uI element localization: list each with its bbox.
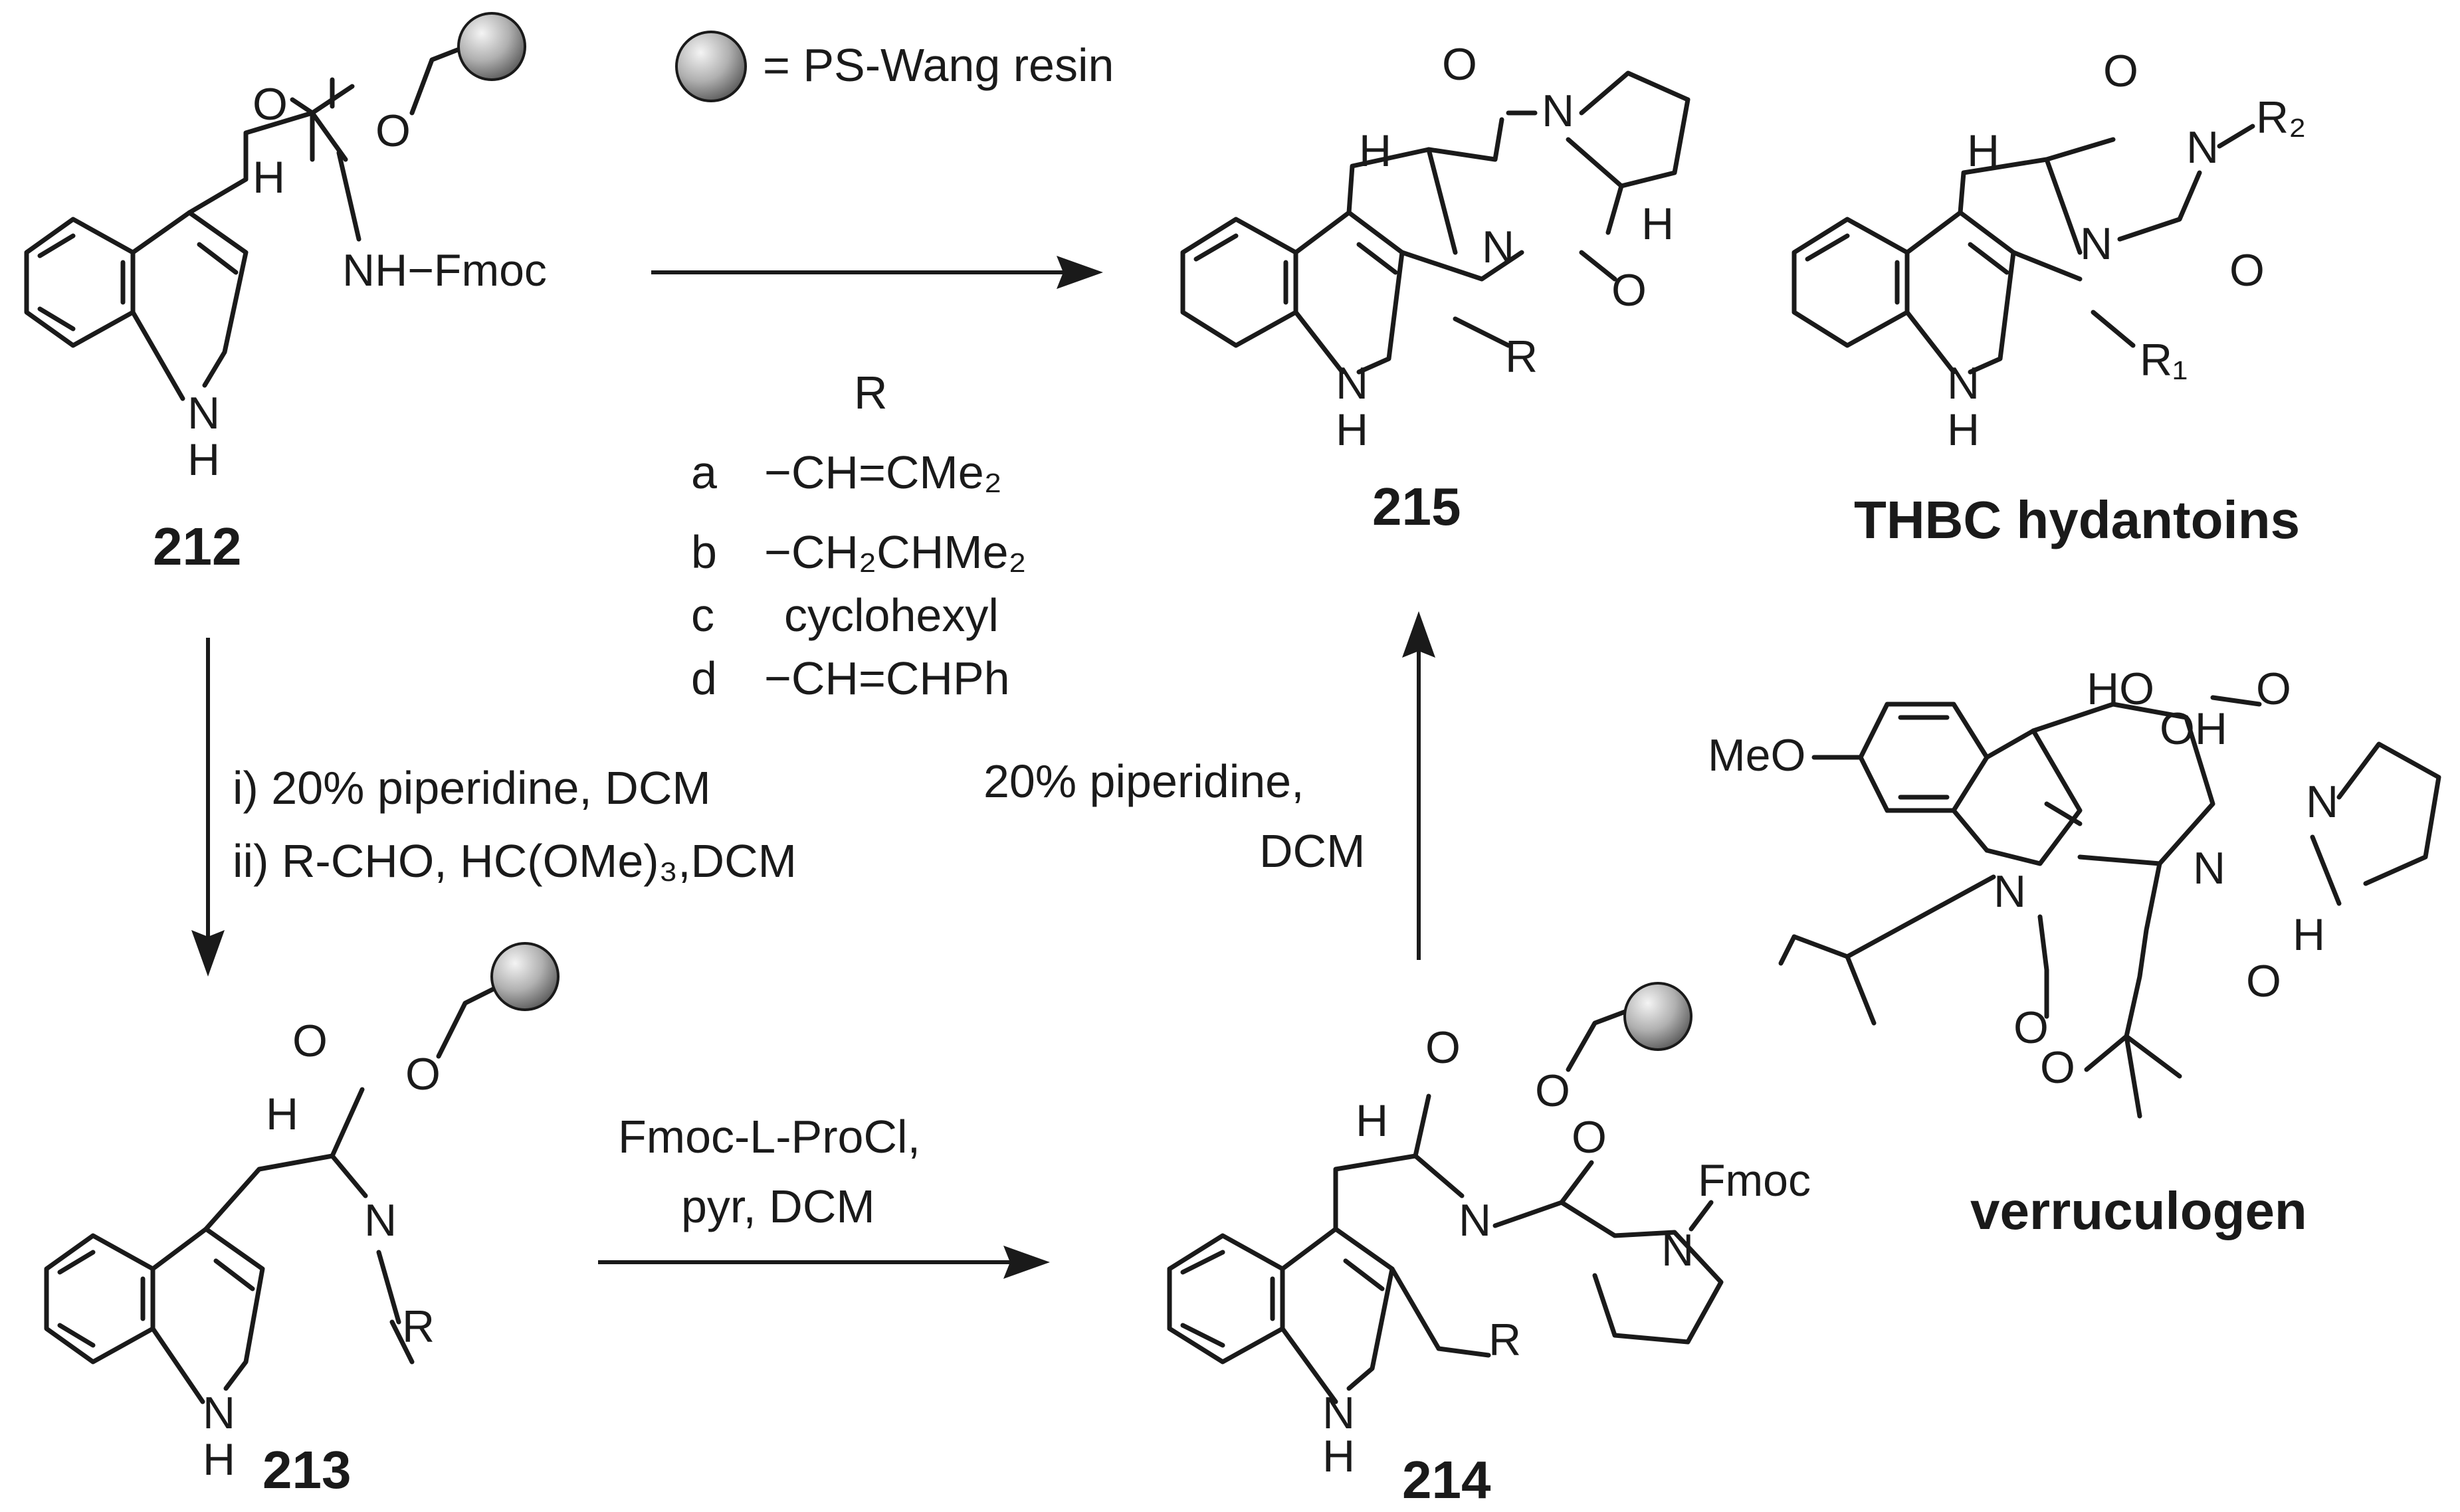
svg-text:N: N — [364, 1195, 397, 1246]
svg-text:R: R — [1488, 1315, 1521, 1365]
svg-text:N: N — [2306, 777, 2338, 827]
label-thbc-hydantoins: THBC hydantoins — [1854, 490, 2300, 549]
r-row-c-value: cyclohexyl — [784, 589, 999, 641]
svg-text:O: O — [405, 1049, 441, 1099]
label-213: 213 — [262, 1440, 351, 1499]
indole-nh-h: H — [187, 434, 220, 485]
svg-text:H: H — [203, 1434, 235, 1485]
arrow-212-to-215 — [651, 256, 1103, 289]
svg-text:O: O — [2040, 1042, 2075, 1093]
label-214: 214 — [1402, 1450, 1491, 1509]
svg-text:H: H — [1641, 199, 1674, 249]
label-212: 212 — [153, 517, 241, 576]
svg-text:O: O — [292, 1016, 328, 1066]
svg-text:O: O — [1442, 39, 1477, 90]
structure-215: N H N H R O N O H — [1180, 39, 1691, 455]
methoxy-label: MeO — [1708, 730, 1805, 781]
r-row-c-key: c — [691, 589, 714, 641]
svg-text:O: O — [2256, 664, 2291, 714]
svg-text:N: N — [1322, 1388, 1355, 1438]
step1-condition-line1: i) 20% piperidine, DCM — [233, 762, 711, 814]
svg-text:N: N — [1661, 1225, 1694, 1276]
nh-fmoc-label: NH−Fmoc — [342, 245, 547, 296]
r-row-b-value: −CH₂CHMe₂ — [764, 526, 1027, 578]
svg-text:H: H — [1322, 1431, 1355, 1481]
r-row-d-value: −CH=CHPh — [764, 652, 1010, 704]
resin-bead-icon — [1623, 982, 1692, 1051]
svg-text:R: R — [402, 1301, 435, 1352]
arrow-214-to-215 — [1402, 611, 1435, 960]
svg-text:N: N — [2080, 219, 2112, 269]
svg-text:R₂: R₂ — [2256, 92, 2306, 143]
step2-condition-line2: pyr, DCM — [681, 1181, 875, 1232]
svg-text:N: N — [1994, 866, 2026, 917]
r-row-b-key: b — [691, 526, 717, 578]
structure-213: N H H N R O O — [44, 942, 560, 1485]
svg-text:O: O — [375, 106, 411, 156]
resin-legend-label: = PS-Wang resin — [763, 39, 1114, 91]
svg-text:O: O — [2246, 956, 2281, 1006]
svg-text:H: H — [253, 152, 285, 203]
svg-text:R: R — [1505, 331, 1538, 382]
resin-bead-icon — [457, 12, 526, 81]
svg-text:N: N — [2186, 122, 2219, 173]
hydroxy-label-2: OH — [2160, 704, 2227, 754]
svg-text:O: O — [1535, 1066, 1570, 1116]
svg-text:H: H — [2293, 909, 2325, 960]
fmoc-label: Fmoc — [1698, 1155, 1811, 1206]
resin-bead-icon — [490, 942, 560, 1011]
r-row-a-key: a — [691, 446, 717, 498]
svg-text:O: O — [1425, 1022, 1461, 1073]
svg-text:H: H — [1359, 126, 1391, 176]
svg-text:N: N — [1947, 358, 1980, 409]
step3-condition-line1: 20% piperidine, — [983, 755, 1304, 807]
svg-text:H: H — [1356, 1095, 1388, 1146]
structure-verruculogen: MeO N HO OH N O N H O O O — [1708, 664, 2441, 1119]
svg-text:H: H — [1336, 405, 1368, 455]
svg-text:N: N — [1459, 1195, 1491, 1246]
label-215: 215 — [1372, 477, 1461, 536]
svg-text:R₁: R₁ — [2140, 335, 2188, 385]
svg-text:O: O — [1572, 1112, 1607, 1163]
svg-text:H: H — [266, 1089, 298, 1139]
arrow-213-to-214 — [598, 1246, 1050, 1279]
svg-text:O: O — [253, 79, 288, 130]
svg-text:H: H — [1967, 126, 1999, 176]
structure-thbc-hydantoin: N H N H R₁ O N R₂ O — [1792, 46, 2306, 455]
indole-nh-n: N — [187, 388, 220, 438]
svg-text:O: O — [1611, 265, 1647, 316]
resin-legend: = PS-Wang resin — [675, 31, 1114, 102]
svg-text:H: H — [1947, 405, 1980, 455]
step2-condition-line1: Fmoc-L-ProCl, — [618, 1111, 920, 1163]
label-verruculogen: verruculogen — [1970, 1181, 2307, 1240]
svg-text:O: O — [2229, 245, 2265, 296]
svg-text:O: O — [2103, 46, 2138, 96]
r-table-header: R — [854, 367, 888, 419]
structure-214: N H H N R O O O N Fmoc — [1167, 982, 1811, 1481]
step3-condition-line2: DCM — [1259, 825, 1365, 877]
hydroxy-label-1: HO — [2087, 664, 2154, 714]
r-row-a-value: −CH=CMe₂ — [764, 446, 1002, 498]
resin-bead-icon — [675, 31, 747, 102]
r-substituent-table: R a −CH=CMe₂ b −CH₂CHMe₂ c cyclohexyl d … — [691, 367, 1027, 704]
svg-text:N: N — [1542, 86, 1574, 136]
svg-text:N: N — [2193, 843, 2225, 894]
benzene-ring — [24, 217, 136, 348]
r-row-d-key: d — [691, 652, 717, 704]
step1-condition-line2: ii) R-CHO, HC(OMe)₃,DCM — [233, 835, 797, 887]
arrow-212-to-213 — [191, 638, 225, 977]
svg-text:N: N — [203, 1388, 235, 1438]
structure-212: N H H NH−Fmoc O O — [24, 12, 547, 485]
svg-text:N: N — [1482, 222, 1514, 272]
svg-text:N: N — [1336, 358, 1368, 409]
svg-text:O: O — [2013, 1002, 2049, 1053]
